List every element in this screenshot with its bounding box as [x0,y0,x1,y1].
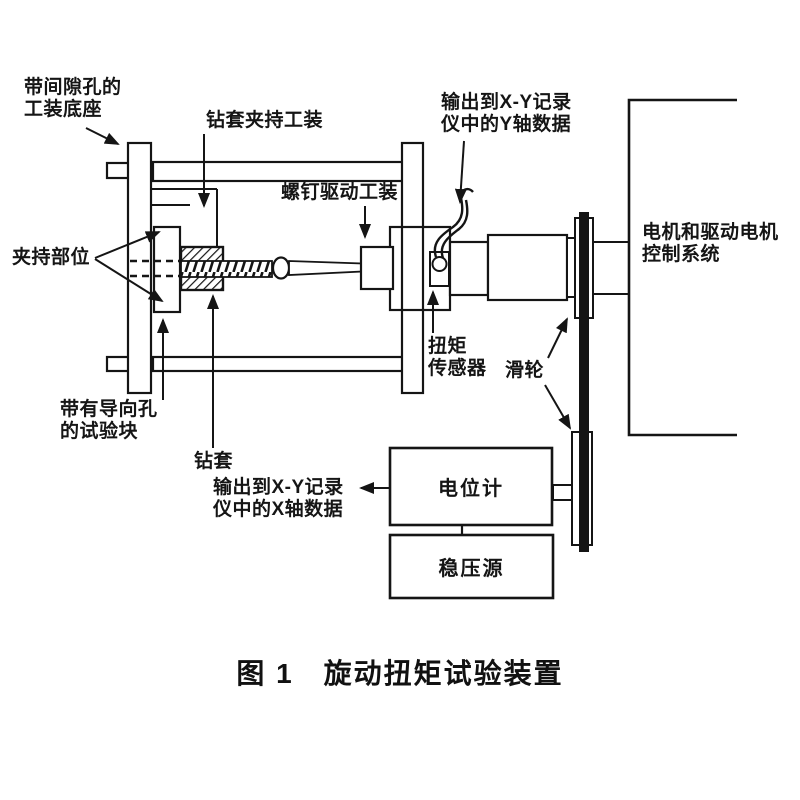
motor-control-box [627,98,737,437]
fixture-base-plate-right [400,141,425,395]
drive-belt [579,212,589,552]
potentiometer-shaft [552,484,573,501]
screw-ball-end [271,256,291,280]
screw-drive-block [359,245,395,291]
fixture-base-plate-left [126,141,153,395]
arrow-y-output [454,140,467,204]
arrow-fixture-base [85,127,120,145]
rail-end-tab-top [105,161,131,180]
label-x-axis-output: 输出到X-Y记录 仪中的X轴数据 [213,477,344,520]
arrow-pulley-top [547,317,568,359]
motor-body [486,233,569,302]
voltage-regulator-box [388,533,555,600]
label-pulley: 滑轮 [505,360,545,381]
label-motor-control: 电机和驱动电机 控制系统 [642,222,779,265]
drive-shaft [288,260,363,276]
guide-rail-bottom [151,355,405,373]
arrow-clamp-lower [94,258,164,303]
potentiometer-box [388,446,554,527]
label-torque-sensor: 扭矩 传感器 [428,336,487,379]
rail-end-tab-bottom [105,355,131,373]
label-y-axis-output: 输出到X-Y记录 仪中的Y轴数据 [441,92,572,135]
sensor-wire-2 [440,199,469,259]
arrow-pulley-bottom [544,384,572,430]
label-screw-drive-fixture: 螺钉驱动工装 [281,182,399,203]
label-test-block: 带有导向孔 的试验块 [60,399,158,442]
label-voltage-regulator: 稳压源 [438,558,505,580]
label-sleeve-clamp-fixture: 钻套夹持工装 [206,110,324,131]
figure-caption: 图 1 旋动扭矩试验装置 [236,658,564,689]
arrow-clamp-upper [94,231,161,259]
label-fixture-base: 带间隙孔的 工装底座 [24,77,122,120]
screw-thread [180,260,273,278]
label-clamp-parts: 夹持部位 [12,247,91,268]
label-drill-sleeve: 钻套 [194,451,234,472]
motor-coupling [448,240,490,297]
label-potentiometer: 电位计 [438,478,504,500]
torque-sensor-terminal [431,256,448,272]
guide-rail-top [151,160,405,183]
